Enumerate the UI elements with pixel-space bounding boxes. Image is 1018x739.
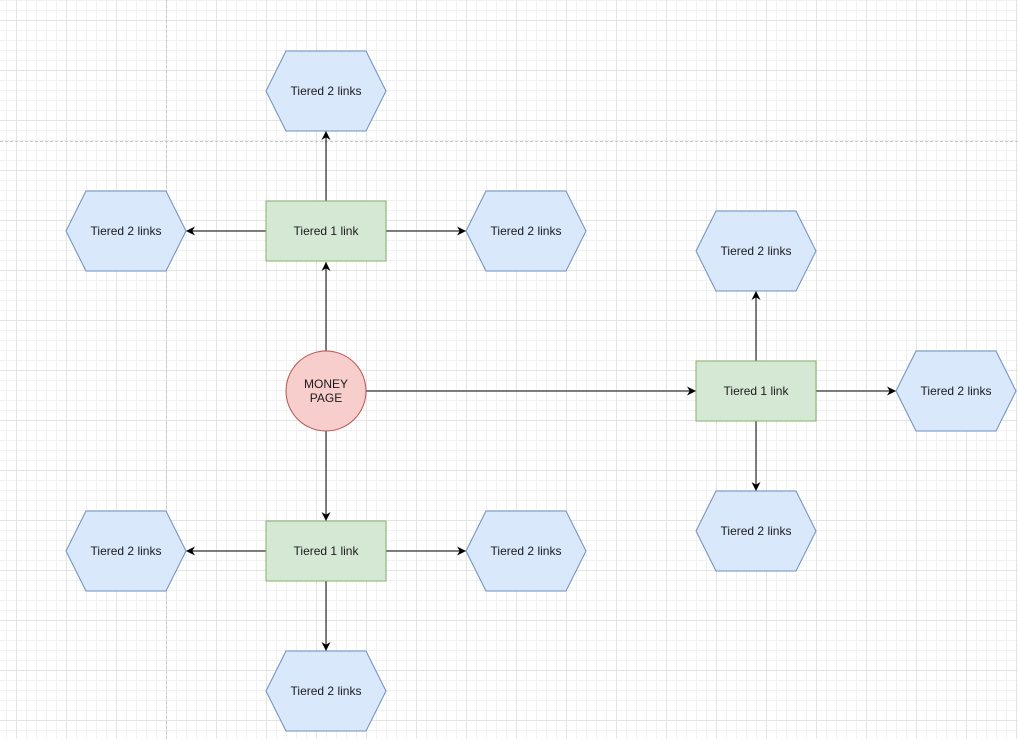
tier2-label: Tiered 2 links xyxy=(291,84,362,98)
tier1-label: Tiered 1 link xyxy=(294,224,360,238)
page-break-horizontal xyxy=(0,141,1018,142)
tier2-node-lower-left[interactable]: Tiered 2 links xyxy=(65,510,187,592)
tier1-node-right[interactable]: Tiered 1 link xyxy=(695,360,817,422)
tier2-node-top[interactable]: Tiered 2 links xyxy=(265,50,387,132)
tier2-hexagon xyxy=(65,510,187,592)
tier2-label: Tiered 2 links xyxy=(91,224,162,238)
tier2-node-lower-right[interactable]: Tiered 2 links xyxy=(465,510,587,592)
money-page-label-line1: MONEY xyxy=(304,377,348,391)
tier2-label: Tiered 2 links xyxy=(721,524,792,538)
tier2-hexagon xyxy=(265,650,387,732)
tier2-hexagon xyxy=(695,490,817,572)
tier2-hexagon xyxy=(465,190,587,272)
tier2-node-right-top[interactable]: Tiered 2 links xyxy=(695,210,817,292)
tier2-node-bottom[interactable]: Tiered 2 links xyxy=(265,650,387,732)
money-page-circle xyxy=(285,350,367,432)
tier2-hexagon xyxy=(895,350,1017,432)
tier1-rect xyxy=(265,200,387,262)
tier2-node-upper-right[interactable]: Tiered 2 links xyxy=(465,190,587,272)
tier2-label: Tiered 2 links xyxy=(291,684,362,698)
connectors xyxy=(186,131,896,651)
money-page-node[interactable]: MONEY PAGE xyxy=(285,350,367,432)
tier2-hexagon xyxy=(265,50,387,132)
tier1-node-top[interactable]: Tiered 1 link xyxy=(265,200,387,262)
tier1-label: Tiered 1 link xyxy=(294,544,360,558)
tier2-label: Tiered 2 links xyxy=(721,244,792,258)
tier2-label: Tiered 2 links xyxy=(491,224,562,238)
page-break-vertical xyxy=(166,0,167,739)
tier2-label: Tiered 2 links xyxy=(921,384,992,398)
tier1-label: Tiered 1 link xyxy=(724,384,790,398)
tier2-node-upper-left[interactable]: Tiered 2 links xyxy=(65,190,187,272)
tier2-hexagon xyxy=(695,210,817,292)
tier2-node-right-bottom[interactable]: Tiered 2 links xyxy=(695,490,817,572)
tier2-label: Tiered 2 links xyxy=(491,544,562,558)
tier2-hexagon xyxy=(465,510,587,592)
tier2-label: Tiered 2 links xyxy=(91,544,162,558)
tier1-rect xyxy=(695,360,817,422)
money-page-label-line2: PAGE xyxy=(310,391,342,405)
tier1-rect xyxy=(265,520,387,582)
tier2-node-far-right[interactable]: Tiered 2 links xyxy=(895,350,1017,432)
tier2-hexagon xyxy=(65,190,187,272)
tier1-node-bottom[interactable]: Tiered 1 link xyxy=(265,520,387,582)
